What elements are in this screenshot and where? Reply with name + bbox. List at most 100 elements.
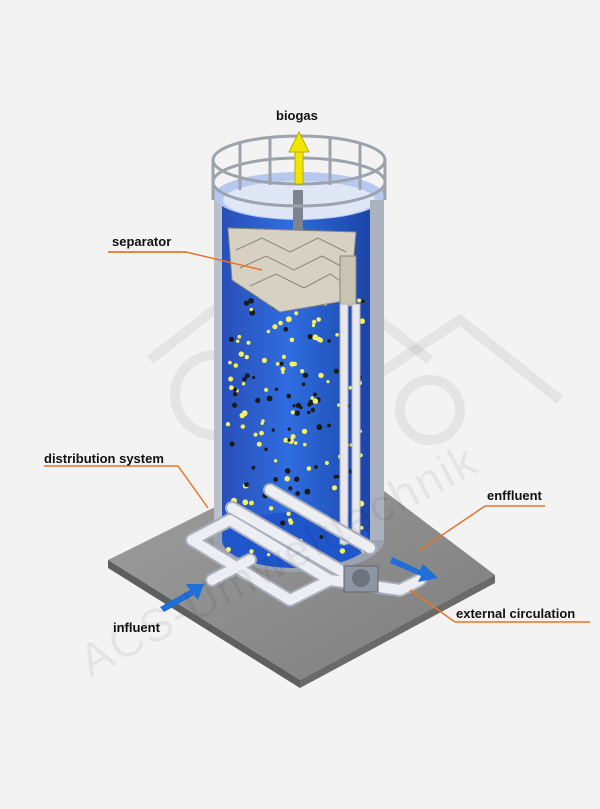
sludge-bubble (279, 361, 284, 366)
sludge-bubble (243, 300, 250, 306)
sludge-bubble (229, 441, 235, 447)
sludge-bubble (339, 548, 346, 554)
sludge-bubble (318, 372, 324, 379)
sludge-bubble (293, 441, 298, 445)
sludge-bubble (310, 407, 316, 413)
sludge-bubble (311, 319, 317, 325)
sludge-bubble (232, 391, 238, 397)
sludge-bubble (249, 549, 254, 554)
sludge-bubble (287, 427, 291, 431)
sludge-bubble (295, 491, 301, 496)
label-distribution-system: distribution system (44, 451, 164, 466)
sludge-bubble (239, 412, 245, 419)
sludge-bubble (228, 360, 232, 365)
circulation-pump (343, 565, 379, 593)
sludge-bubble (294, 410, 301, 417)
sludge-bubble (229, 385, 234, 391)
sludge-bubble (266, 395, 273, 402)
sludge-bubble (319, 535, 324, 539)
sludge-bubble (241, 382, 246, 386)
sludge-bubble (242, 499, 249, 506)
sludge-bubble (313, 392, 317, 397)
sludge-bubble (244, 354, 249, 360)
sludge-bubble (288, 486, 293, 491)
sludge-bubble (289, 337, 295, 343)
sludge-bubble (303, 442, 307, 447)
sludge-bubble (283, 326, 289, 332)
sludge-bubble (225, 422, 231, 427)
sludge-bubble (290, 410, 295, 415)
sludge-bubble (290, 434, 296, 440)
sludge-bubble (300, 369, 305, 374)
sludge-bubble (275, 362, 280, 366)
sludge-bubble (286, 511, 291, 516)
sludge-bubble (272, 324, 278, 330)
sludge-bubble (286, 393, 292, 399)
sludge-bubble (327, 423, 331, 428)
label-influent: influent (113, 620, 160, 635)
sludge-bubble (280, 366, 286, 372)
sludge-bubble (327, 339, 331, 343)
sludge-bubble (301, 428, 308, 435)
sludge-bubble (238, 351, 244, 357)
sludge-bubble (255, 397, 261, 403)
distribution-pipes (185, 483, 427, 607)
sludge-bubble (307, 334, 313, 340)
sludge-bubble (295, 402, 302, 409)
sludge-bubble (307, 410, 311, 415)
effluent-arrow (390, 557, 438, 582)
sludge-bubble (361, 299, 365, 303)
sludge-bubble (248, 298, 254, 304)
separator-plates (227, 190, 357, 313)
sludge-bubble (240, 424, 245, 429)
label-biogas: biogas (276, 108, 318, 123)
sludge-bubble (268, 506, 274, 511)
sludge-bubble (311, 323, 316, 328)
sludge-bubble (249, 500, 254, 506)
sludge-bubble (336, 474, 340, 479)
sludge-bubble (359, 318, 366, 325)
sludge-bubble (244, 373, 250, 379)
sludge-bubble (256, 441, 262, 447)
sludge-bubble (249, 307, 253, 312)
sludge-bubble (274, 387, 279, 391)
sludge-bubble (281, 370, 285, 374)
sludge-bubble (312, 398, 319, 404)
sludge-bubble (287, 438, 291, 442)
label-separator: separator (112, 234, 172, 249)
sludge-bubble (331, 485, 338, 491)
sludge-bubble (236, 339, 240, 343)
sludge-bubble (252, 375, 256, 380)
sludge-bubble (264, 447, 268, 452)
sludge-bubble (266, 329, 271, 334)
sludge-bubble (304, 488, 311, 495)
sludge-bubble (261, 357, 267, 363)
sludge-bubble (357, 298, 362, 303)
sludge-bubble (273, 477, 278, 482)
label-external-circulation: external circulation (456, 606, 576, 621)
sludge-bubble (326, 380, 330, 384)
sludge-bubble (284, 476, 290, 482)
sludge-bubble (316, 424, 323, 431)
sludge-bubble (244, 482, 249, 487)
sludge-bubble (302, 372, 309, 378)
sludge-bubble (312, 334, 319, 341)
influent-arrow (160, 584, 204, 612)
sludge-bubble (294, 476, 300, 482)
sludge-bubble (287, 518, 293, 523)
sludge-bubble (226, 547, 231, 552)
sludge-bubble (335, 333, 339, 337)
sludge-bubble (273, 459, 278, 463)
sludge-bubble (278, 320, 283, 326)
label-effluent: enffluent (487, 488, 542, 503)
sludge-bubble (228, 336, 234, 342)
sludge-bubble (314, 465, 318, 469)
sludge-bubble (306, 466, 312, 471)
sludge-bubble (264, 387, 269, 392)
sludge-bubble (232, 387, 238, 392)
sludge-bubble (259, 430, 264, 436)
sludge-bubble (294, 311, 299, 316)
sludge-bubble (280, 520, 286, 526)
sludge-bubble (242, 377, 247, 382)
